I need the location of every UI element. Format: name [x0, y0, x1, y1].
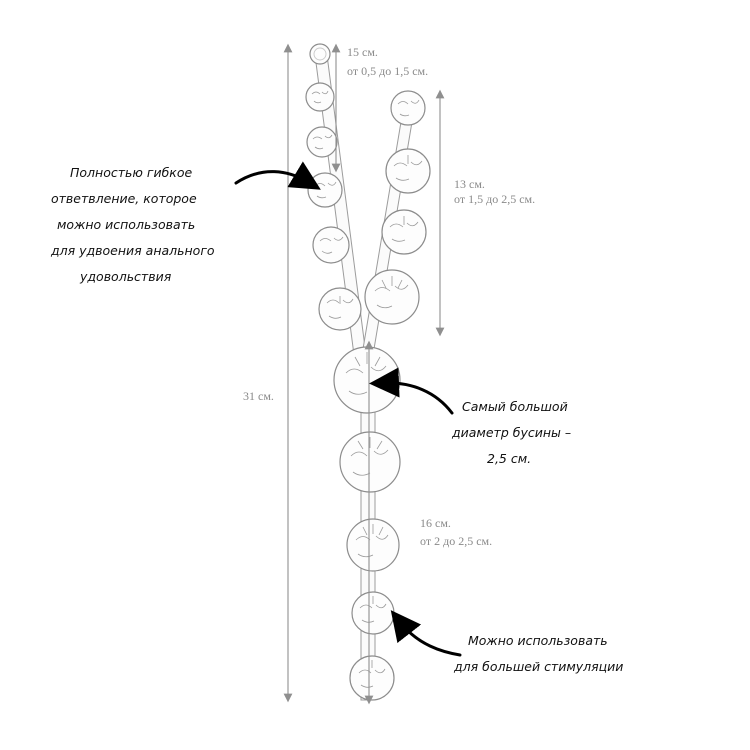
bead	[351, 591, 395, 635]
total-length-label: 31 см.	[243, 389, 274, 403]
annotation-line: ответвление, которое	[51, 191, 197, 206]
short-branch-length-label: 15 см.	[347, 45, 378, 59]
bead	[307, 172, 343, 208]
stem-diameter-label: от 2 до 2,5 см.	[420, 534, 492, 548]
bead	[339, 431, 401, 493]
bead	[349, 655, 395, 701]
annotation-line: можно использовать	[57, 217, 195, 232]
stem-length-label: 16 см.	[420, 516, 451, 530]
largest-bead-arrow	[369, 367, 454, 415]
annotation-line: удовольствия	[79, 269, 172, 284]
long-branch-diameter-label: от 1,5 до 2,5 см.	[454, 192, 535, 206]
bead	[364, 269, 420, 325]
bead	[306, 126, 338, 158]
left-branch-beads	[305, 43, 362, 331]
annotation-line: для удвоения анального	[50, 243, 215, 258]
bead	[312, 226, 350, 264]
short-branch-diameter-label: от 0,5 до 1,5 см.	[347, 64, 428, 78]
annotation-line: диаметр бусины –	[451, 425, 571, 440]
flexible-branch-arrow	[234, 161, 321, 190]
annotation-line: 2,5 см.	[487, 451, 531, 466]
bead	[381, 209, 427, 255]
annotation-stimulation: Можно использовать для большей стимуляци…	[453, 633, 623, 674]
annotation-flexible-branch: Полностью гибкое ответвление, которое мо…	[50, 165, 215, 284]
measurements	[283, 43, 445, 705]
bead	[385, 148, 431, 194]
right-branch-beads	[364, 90, 431, 325]
annotation-line: Можно использовать	[468, 633, 608, 648]
bead	[309, 43, 331, 65]
dimension-labels: 15 см. от 0,5 до 1,5 см. 13 см. от 1,5 д…	[243, 45, 535, 548]
stimulation-arrow	[390, 610, 462, 657]
bead	[318, 287, 362, 331]
bead	[346, 518, 400, 572]
annotation-line: Полностью гибкое	[70, 165, 192, 180]
bead-largest	[333, 346, 401, 414]
annotation-line: для большей стимуляции	[453, 659, 623, 674]
annotation-largest-bead: Самый большой диаметр бусины – 2,5 см.	[451, 399, 571, 466]
bead	[305, 82, 335, 112]
long-branch-length-label: 13 см.	[454, 177, 485, 191]
annotation-line: Самый большой	[462, 399, 568, 414]
callout-arrows	[234, 161, 462, 657]
bead	[390, 90, 426, 126]
